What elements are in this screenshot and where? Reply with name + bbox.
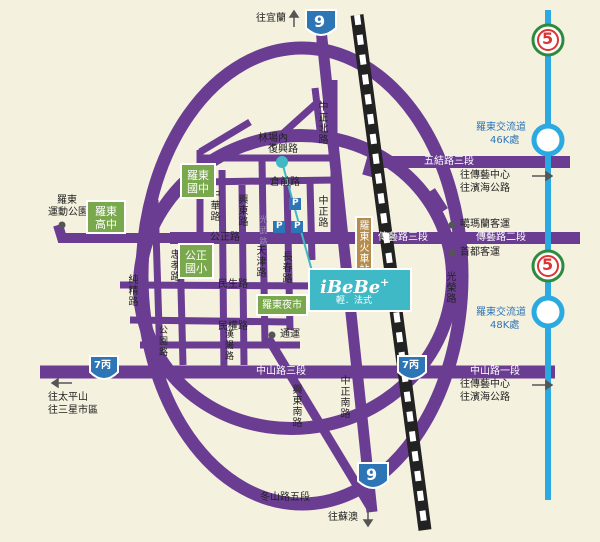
- landmark-station: 羅東火車站: [355, 216, 373, 278]
- road-chuanyi-2: 傳藝路二段: [476, 232, 526, 243]
- hotel-location-dot: [276, 156, 288, 168]
- road-fuxing: 復興路: [268, 144, 298, 155]
- road-chunqin: 純精路: [128, 275, 139, 308]
- road-dongshan-5: 冬山路五段: [260, 492, 310, 503]
- road-xingchang: 倉前路: [270, 177, 300, 188]
- landmark-luodong-high: 羅東 高中: [86, 200, 126, 234]
- parking-label: P: [294, 221, 301, 231]
- interchange-48k-km: 48K處: [490, 320, 520, 331]
- route-9-shield-north: [305, 9, 337, 36]
- landmark-luodong-junior-1: 羅東: [187, 169, 209, 182]
- road-zhongshan-3-center: 中山路三段: [256, 366, 306, 377]
- road-tianjin: 天津路: [256, 246, 267, 279]
- road-zhongzheng-south: 中正南路: [340, 376, 351, 420]
- road-xingdong-south: 興東南路: [292, 385, 303, 429]
- road-zhongzheng: 中正路: [318, 196, 329, 229]
- direction-arts-center-bottom: 往傳藝中心: [460, 379, 510, 390]
- hotel-badge: iBeBe+ 輕．法式: [308, 268, 412, 312]
- route-7-shield-east: [397, 355, 427, 380]
- landmark-shoudu: 首都客運: [460, 247, 500, 258]
- road-minsheng: 民生路: [218, 279, 248, 290]
- interchange-48k-name: 羅東交流道: [476, 307, 526, 318]
- landmark-luodong-junior-2: 國中: [187, 182, 209, 195]
- freeway-shield-middle: [531, 249, 565, 283]
- zhongzheng-south-road: [314, 19, 378, 513]
- landmark-linchang: 林場內: [258, 133, 288, 144]
- parking-icon: [273, 198, 303, 233]
- road-gongyuan: 公園路: [158, 326, 168, 358]
- direction-coast-top: 往濱海公路: [460, 183, 510, 194]
- route-9-shield-south: [357, 462, 389, 489]
- landmark-luodong-high-2: 高中: [95, 218, 117, 231]
- road-hanyang: 漢陽路: [224, 330, 234, 362]
- road-zhongzheng-north: 中正北路: [318, 102, 329, 146]
- direction-taipingshan: 往太平山: [48, 392, 88, 403]
- landmark-gongzheng-elem-1: 公正: [185, 249, 207, 262]
- xingdong-south-road: [264, 335, 376, 513]
- road-zhongshan-1: 中山路一段: [470, 366, 520, 377]
- freeway-shield-top: [531, 23, 565, 57]
- direction-yilan: 往宜蘭: [256, 13, 286, 24]
- direction-suao: 往蘇澳: [328, 512, 358, 523]
- landmark-luodong-junior: 羅東 國中: [180, 163, 216, 199]
- road-wuji-3: 五結路三段: [424, 156, 474, 167]
- landmark-kuomalan: 噶瑪蘭客運: [460, 219, 510, 230]
- direction-coast-bottom: 往濱海公路: [460, 392, 510, 403]
- road-guangrong: 光榮路: [446, 272, 457, 305]
- sports-park-dot: [58, 221, 66, 229]
- freeway-number-middle: 5: [542, 255, 554, 274]
- parking-label: P: [292, 198, 299, 208]
- route-9-number-north: 9: [314, 12, 326, 31]
- landmark-luodong-high-1: 羅東: [95, 205, 117, 218]
- road-changchun: 長春路: [282, 252, 293, 285]
- interchange-46k: [531, 123, 565, 157]
- landmark-sports-park-2: 運動公園: [48, 207, 88, 218]
- west-spur-road: [53, 223, 170, 243]
- road-minquan: 民權路: [218, 321, 248, 332]
- direction-arts-center-top: 往傳藝中心: [460, 170, 510, 181]
- route-7-number-east: 7丙: [402, 360, 419, 371]
- hotel-name-text: iBeBe: [320, 277, 381, 298]
- road-guangwu: 光武路: [259, 215, 268, 246]
- interchange-48k: [531, 295, 565, 329]
- route-7-shield-west: [89, 355, 119, 380]
- route-9-number-south: 9: [366, 465, 378, 484]
- road-xingdong: 興東路: [238, 195, 249, 228]
- landmark-gongzheng-elem: 公正 國小: [178, 243, 214, 279]
- hotel-plus: +: [380, 276, 390, 289]
- parking-label: P: [276, 221, 283, 231]
- kuomalan-dot: [448, 221, 456, 229]
- shoudu-dot: [448, 249, 456, 257]
- landmark-gongzheng-elem-2: 國小: [185, 262, 207, 275]
- landmark-tongxing: 通運: [280, 329, 300, 340]
- direction-sanxing: 往三星市區: [48, 405, 98, 416]
- road-gongzheng: 公正路: [210, 232, 240, 243]
- tongxing-dot: [268, 331, 276, 339]
- freeway-number-top: 5: [542, 29, 554, 48]
- landmark-sports-park-1: 羅東: [57, 195, 77, 206]
- road-zhongxiao: 忠孝路: [170, 250, 181, 283]
- interchange-46k-km: 46K處: [490, 135, 520, 146]
- route-7-number-west: 7丙: [94, 360, 111, 371]
- interchange-46k-name: 羅東交流道: [476, 122, 526, 133]
- inner-ring-road: [132, 129, 460, 435]
- landmark-night-market: 羅東夜市: [256, 294, 308, 316]
- road-chuanyi-3: 傳藝路三段: [378, 232, 428, 243]
- hotel-name: iBeBe+: [320, 273, 389, 298]
- hotel-subtitle: 輕．法式: [336, 296, 373, 306]
